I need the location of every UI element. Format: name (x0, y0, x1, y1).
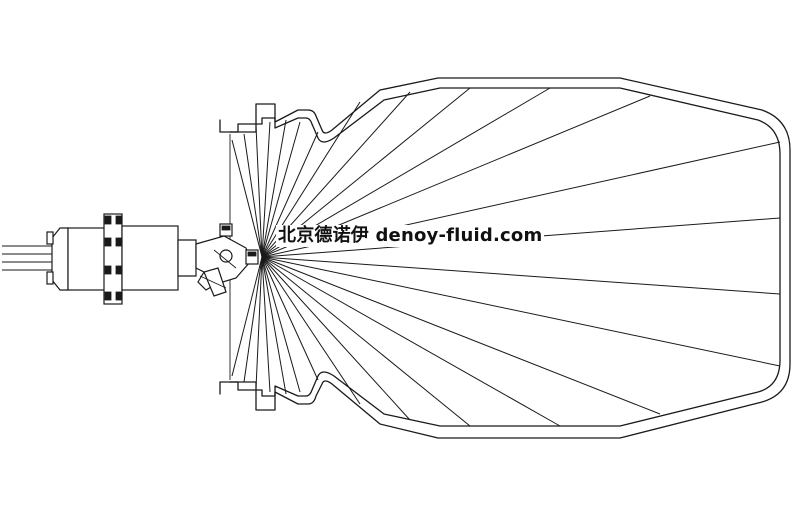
spray-ray (261, 121, 301, 258)
spray-ray (261, 119, 287, 258)
spray-ray (261, 121, 271, 258)
spray-ray (255, 125, 263, 258)
furnace-outer-wall (219, 77, 791, 439)
spray-ray (261, 256, 271, 393)
spray-ray (261, 256, 287, 395)
fuel-supply-lines (2, 245, 60, 271)
burner-assembly-icon (46, 213, 197, 305)
spray-pattern (231, 87, 781, 427)
spray-ray (255, 256, 263, 389)
spray-ray (261, 256, 661, 415)
nozzle-icon (195, 223, 259, 297)
spray-ray (261, 256, 781, 367)
spray-ray (261, 256, 319, 381)
spray-ray (261, 131, 319, 258)
spray-ray (243, 133, 263, 258)
spray-ray (261, 256, 561, 427)
watermark-text: 北京德诺伊 denoy-fluid.com (276, 225, 545, 247)
spray-ray (261, 256, 471, 427)
spray-ray (243, 256, 263, 383)
spray-ray (261, 256, 301, 393)
furnace-inner-wall (229, 87, 781, 427)
spray-ray (231, 139, 263, 258)
spray-ray (261, 256, 411, 421)
spray-ray (261, 256, 361, 405)
spray-ray (231, 256, 263, 377)
spray-ray (261, 256, 781, 295)
